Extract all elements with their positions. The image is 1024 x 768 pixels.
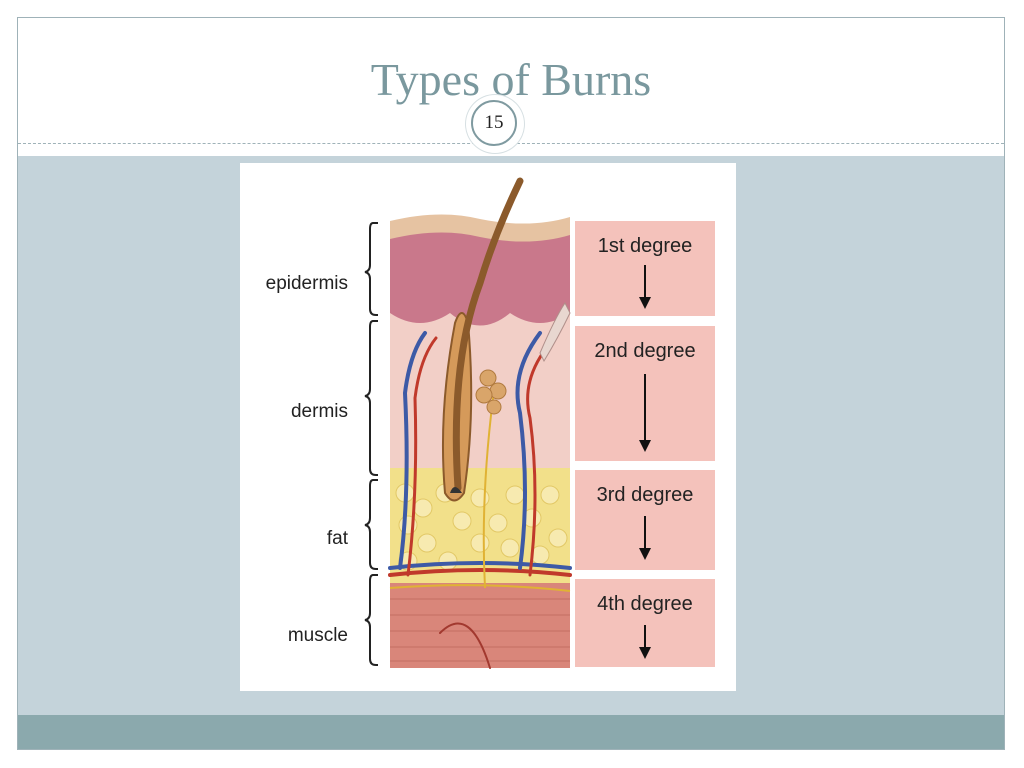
degree-label-4: 4th degree <box>597 593 693 615</box>
muscle-vessel <box>439 622 491 669</box>
degree-box-3: 3rd degree <box>575 470 715 570</box>
sebaceous-gland <box>475 369 507 415</box>
arrow-down-icon <box>639 516 651 560</box>
page-number: 15 <box>471 100 517 146</box>
skin-cross-section-illustration <box>364 177 572 669</box>
vein-right <box>515 331 542 570</box>
layer-label-epidermis: epidermis <box>265 273 348 294</box>
arrow-down-icon <box>639 265 651 309</box>
vein-horizontal <box>388 561 572 570</box>
artery-left <box>406 336 438 577</box>
degree-box-4: 4th degree <box>575 579 715 667</box>
artery-right <box>526 339 554 577</box>
layer-label-muscle: muscle <box>287 625 348 646</box>
artery-horizontal <box>388 568 572 577</box>
slide-title: Types of Burns <box>370 54 652 105</box>
hair-shaft <box>452 177 524 492</box>
brace-muscle <box>364 574 378 666</box>
vein-left <box>398 331 427 570</box>
muscle-layer <box>390 583 570 668</box>
brace-dermis <box>364 320 378 476</box>
brace-fat <box>364 479 378 570</box>
degree-label-1: 1st degree <box>597 235 693 257</box>
layer-label-dermis: dermis <box>290 401 348 422</box>
brace-epidermis <box>364 222 378 316</box>
nerve-horizontal <box>389 584 571 592</box>
layer-label-fat: fat <box>326 528 348 549</box>
arrow-down-icon <box>639 625 651 659</box>
epidermis-surface <box>390 214 570 242</box>
degree-box-1: 1st degree <box>575 221 715 316</box>
footer-bar <box>18 715 1004 749</box>
degree-box-2: 2nd degree <box>575 326 715 461</box>
page-number-badge: 15 <box>466 95 524 153</box>
skin-layers-figure: epidermis dermis fat muscle <box>240 163 736 691</box>
degree-label-2: 2nd degree <box>594 340 696 362</box>
degree-label-3: 3rd degree <box>596 484 694 506</box>
hair-bulb <box>450 487 462 493</box>
arrow-down-icon <box>639 374 651 452</box>
arrector-pili-muscle <box>539 302 571 363</box>
